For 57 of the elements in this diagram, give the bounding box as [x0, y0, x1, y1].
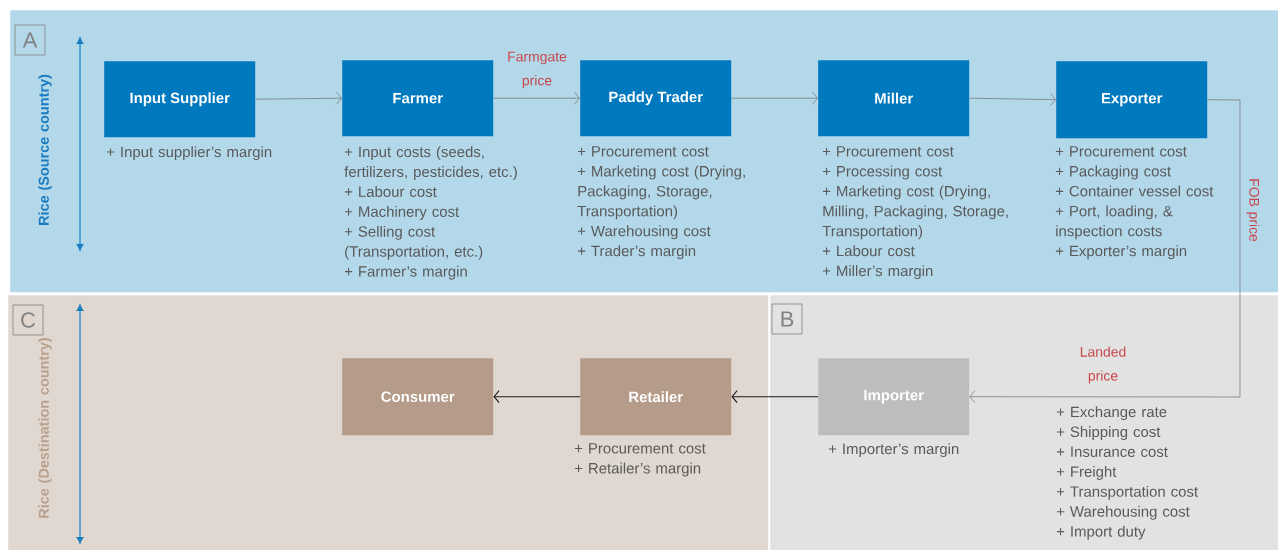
price-label: FOB price	[1246, 179, 1260, 242]
section-letter: C	[12, 304, 44, 336]
cost-list: + Procurement cost + Retailer’s margin	[574, 443, 706, 477]
arrow	[255, 91, 342, 105]
node-label: + Marketing cost (Drying, Packaging, Storage, Transportation)	[577, 165, 745, 220]
cost-list: + Exchange rate + Shipping cost + Insurance cost + Freight + Transportation cost + Warehousing cost + Import duty	[1056, 406, 1198, 540]
arrow	[969, 93, 1056, 106]
node-label: + Labour cost	[822, 245, 915, 257]
arrow	[731, 91, 818, 105]
cost-list: + Procurement cost + Marketing cost (Drying, Packaging, Storage, Transportation) + Warehousing cost + Trader’s margin	[577, 146, 745, 260]
cost-list: + Procurement cost + Packaging cost + Container vessel cost + Port, loading, & inspection costs + Exporter’s margin	[1055, 146, 1214, 260]
node-label: + Exporter’s margin	[1055, 245, 1187, 260]
node-label: + Marketing cost (Drying, Milling, Packaging, Storage, Transportation)	[822, 185, 1008, 240]
process-box: Farmer	[342, 60, 494, 137]
cost-list: + Procurement cost + Processing cost + Marketing cost (Drying, Milling, Packaging, Storage, Transportation) + Labour cost + Miller’s margin	[822, 146, 1008, 280]
node-label: + Trader’s margin	[577, 245, 696, 260]
process-box: Miller	[818, 60, 970, 137]
section-letter: B	[771, 303, 803, 335]
label: + Warehousing cost	[1056, 505, 1190, 520]
node-label: + Machinery cost	[344, 205, 460, 220]
cost-list: + Importer’s margin	[828, 443, 959, 458]
label: + Shipping cost	[1056, 426, 1161, 441]
node-label: + Container vessel cost	[1055, 185, 1214, 197]
node-label: + Miller’s margin	[822, 265, 933, 280]
process-box: Retailer	[580, 358, 732, 436]
node-label: + Labour cost	[344, 186, 437, 198]
node-label: + Processing cost	[822, 165, 943, 180]
arrow	[969, 99, 1241, 404]
node-label: + Warehousing cost	[577, 225, 711, 240]
process-box: Exporter	[1056, 61, 1208, 139]
label: + Transportation cost	[1056, 485, 1198, 500]
node-label: + Farmer’s margin	[344, 265, 467, 280]
process-box: Importer	[818, 358, 970, 436]
arrow	[731, 390, 819, 404]
node-label: + Port, loading, & inspection costs	[1055, 205, 1173, 240]
node-label: + Procurement cost	[822, 146, 954, 157]
label: + Import duty	[1056, 525, 1146, 540]
price-label: Farmgate price	[508, 51, 567, 89]
cost-list: + Input supplier’s margin	[106, 146, 272, 161]
price-label: Landed price	[1080, 346, 1126, 384]
process-box: Consumer	[342, 358, 494, 436]
process-box: Input Supplier	[104, 61, 256, 138]
label: + Exchange rate	[1056, 406, 1167, 421]
band-title: Rice (Source country)	[38, 74, 52, 225]
cost-list: + Input costs (seeds, fertilizers, pesticides, etc.) + Labour cost + Machinery cost + Selling cost (Transportation, etc.) + Farmer’s margin	[344, 146, 517, 280]
section-letter: A	[14, 24, 46, 56]
node-label: + Input costs (seeds, fertilizers, pesticides, etc.)	[344, 146, 517, 181]
process-box: Paddy Trader	[580, 60, 732, 137]
arrow	[493, 91, 580, 105]
band-title: Rice (Destination country)	[38, 338, 52, 518]
arrow	[493, 390, 581, 404]
label: + Insurance cost	[1056, 446, 1168, 458]
label: + Freight	[1056, 465, 1117, 480]
node-label: + Procurement cost	[1055, 146, 1187, 157]
node-label: + Procurement cost	[577, 146, 709, 157]
node-label: + Packaging cost	[1055, 165, 1171, 180]
node-label: + Selling cost (Transportation, etc.)	[344, 225, 483, 260]
